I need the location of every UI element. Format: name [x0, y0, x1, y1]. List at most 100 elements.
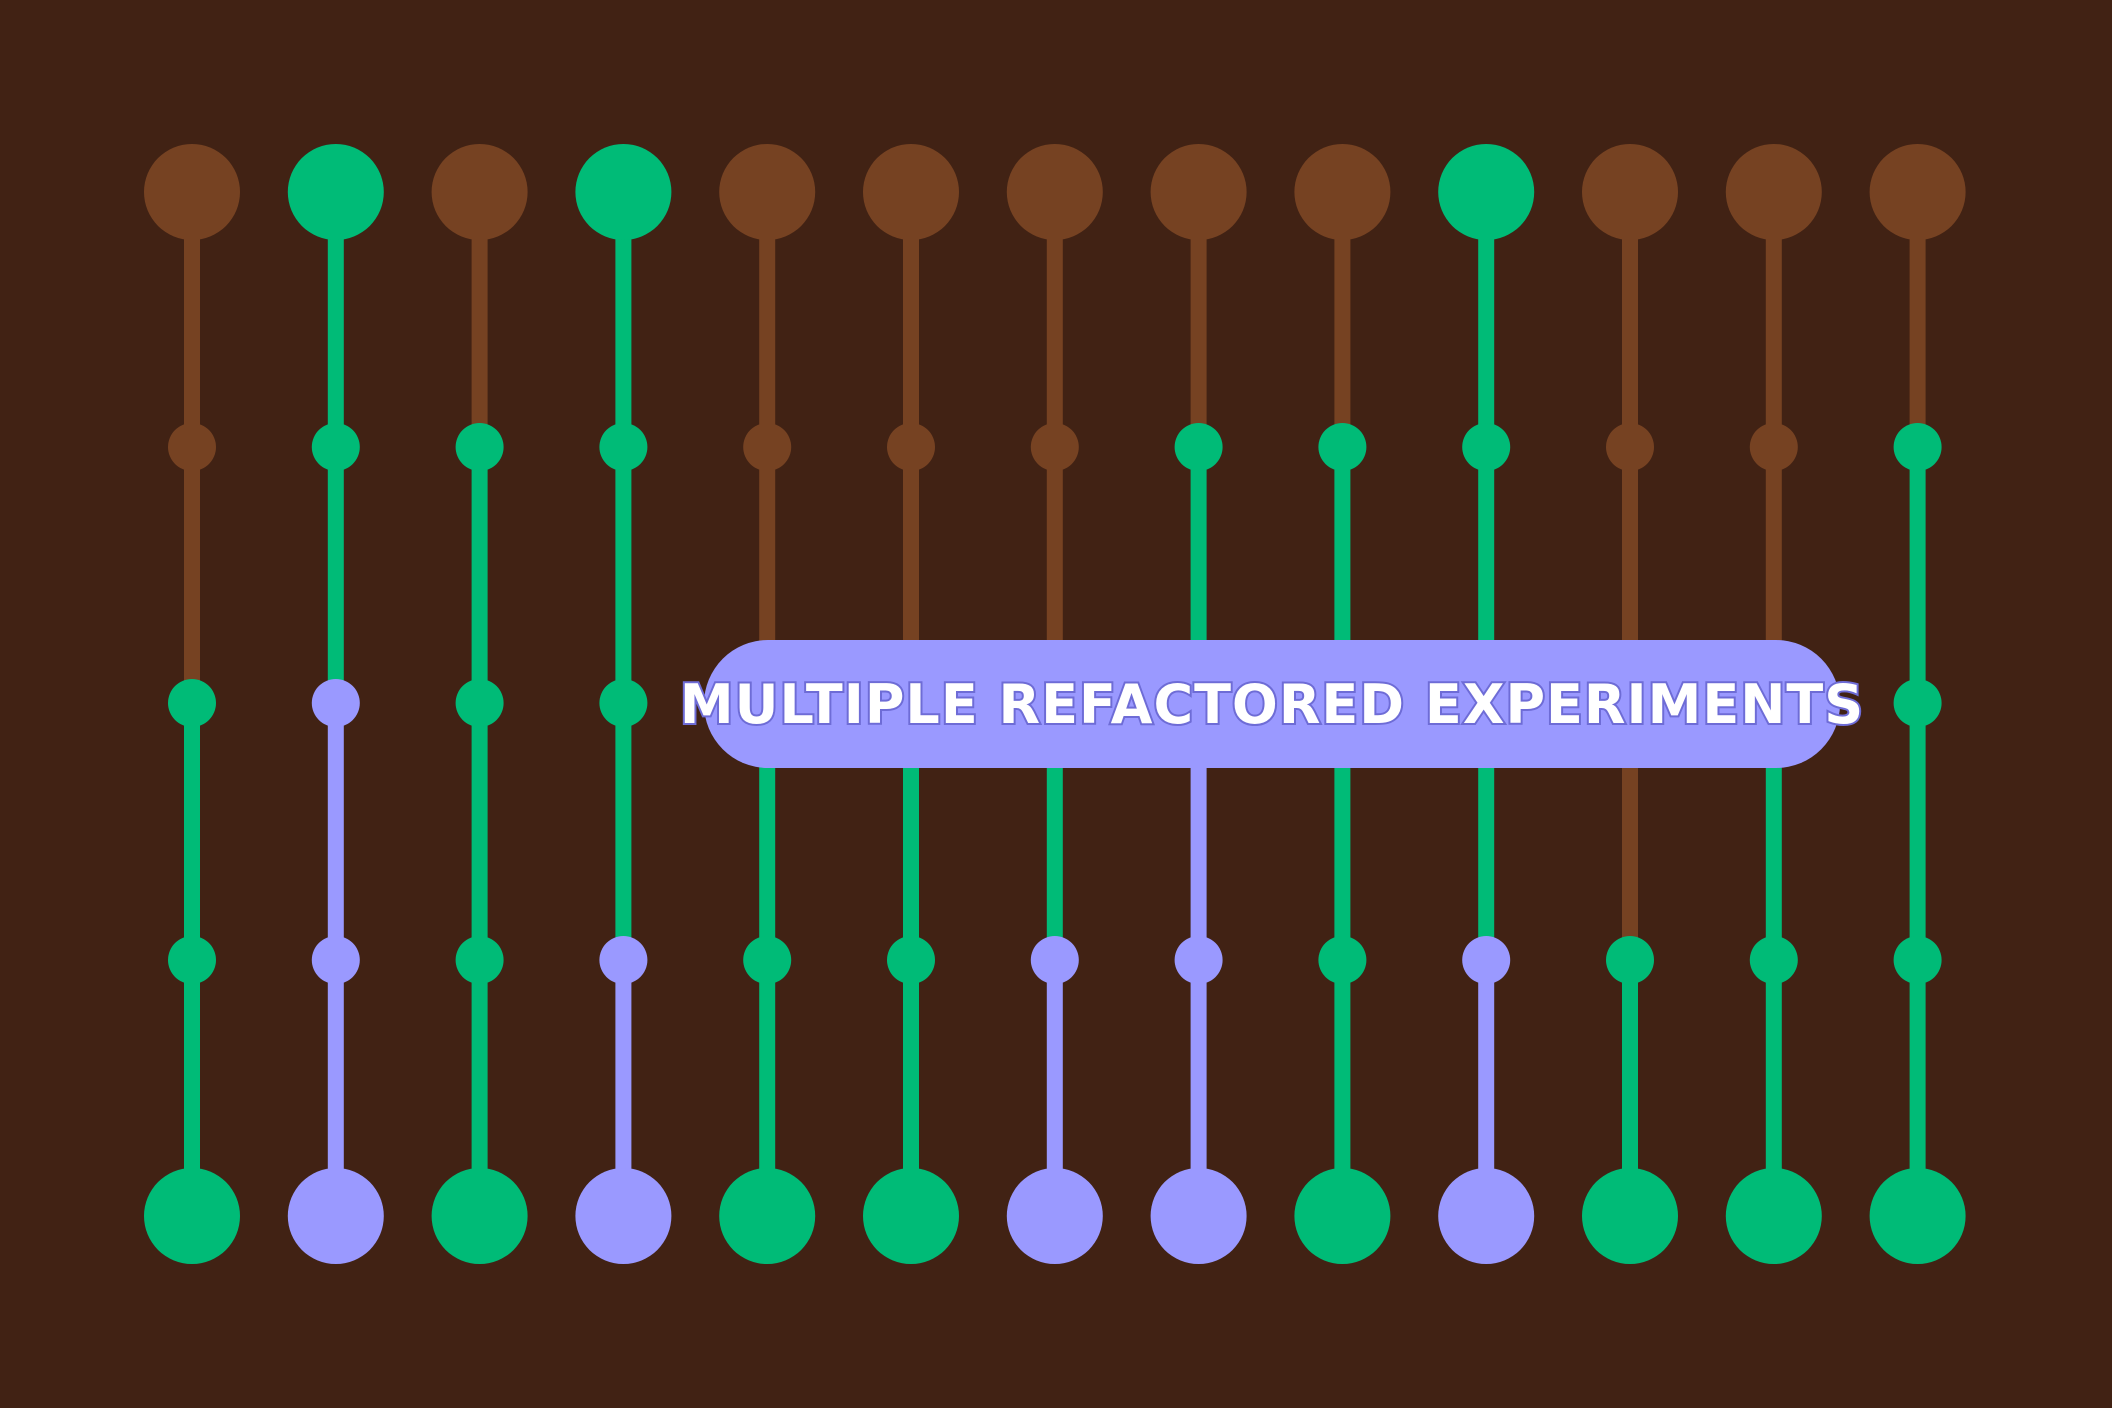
end-node — [719, 1168, 816, 1264]
commit-node — [1174, 423, 1223, 471]
branch-segment — [327, 447, 344, 703]
end-node — [575, 1168, 672, 1264]
branch-segment — [1190, 447, 1207, 703]
end-node — [1438, 1168, 1535, 1264]
end-node — [1582, 1168, 1678, 1264]
commit-node — [1749, 936, 1798, 984]
commit-node — [1893, 679, 1942, 727]
branch-segment — [184, 192, 200, 447]
commit-node — [1893, 423, 1942, 471]
branch-segment — [1478, 192, 1495, 447]
branch-segment — [327, 192, 344, 447]
start-node — [1294, 144, 1391, 240]
commit-node — [1606, 423, 1654, 471]
branch-segment — [615, 703, 632, 960]
branch-segment — [1622, 447, 1638, 703]
commit-node — [455, 679, 504, 727]
branch-segment — [615, 960, 632, 1216]
commit-node — [168, 936, 216, 984]
branch-segment — [1622, 192, 1638, 447]
commit-node — [1318, 936, 1367, 984]
branch-segment — [1765, 960, 1782, 1216]
commit-node — [1174, 936, 1223, 984]
commit-node — [599, 936, 648, 984]
branch-segment — [759, 447, 776, 703]
start-node — [1725, 144, 1822, 240]
commit-node — [455, 936, 504, 984]
branch-segment — [1478, 960, 1495, 1216]
branch-segment — [1046, 192, 1063, 447]
start-node — [719, 144, 816, 240]
branch-segment — [1909, 703, 1926, 960]
commit-node — [1462, 936, 1511, 984]
start-node — [1869, 144, 1966, 240]
commit-node — [455, 423, 504, 471]
branch-segment — [1622, 960, 1638, 1216]
branch-segment — [1190, 960, 1207, 1216]
end-node — [1725, 1168, 1822, 1264]
end-node — [287, 1168, 384, 1264]
branch-segment — [471, 447, 488, 703]
start-node — [1438, 144, 1535, 240]
branch-segment — [471, 960, 488, 1216]
commit-node — [599, 423, 648, 471]
branch-segment — [184, 960, 200, 1216]
branch-segment — [903, 192, 919, 447]
end-node — [1294, 1168, 1391, 1264]
commit-node — [1318, 423, 1367, 471]
commit-node — [887, 423, 935, 471]
commit-node — [1462, 423, 1511, 471]
commit-node — [743, 423, 792, 471]
branch-segment — [471, 192, 488, 447]
end-node — [863, 1168, 959, 1264]
end-node — [1869, 1168, 1966, 1264]
branch-segment — [759, 960, 776, 1216]
branch-column — [575, 144, 672, 1264]
commit-node — [1030, 423, 1079, 471]
end-node — [1006, 1168, 1103, 1264]
start-node — [1006, 144, 1103, 240]
end-node — [144, 1168, 240, 1264]
commit-node — [599, 679, 648, 727]
branch-segment — [903, 960, 919, 1216]
branch-column — [1725, 144, 1822, 1264]
branch-segment — [1046, 960, 1063, 1216]
branch-segment — [615, 192, 632, 447]
branch-column — [144, 144, 240, 1264]
label-pill: MULTIPLE REFACTORED EXPERIMENTS — [678, 640, 1865, 768]
commit-node — [1030, 936, 1079, 984]
branch-segment — [1765, 447, 1782, 703]
start-node — [287, 144, 384, 240]
branch-segment — [184, 703, 200, 960]
commit-node — [887, 936, 935, 984]
commit-node — [743, 936, 792, 984]
branch-segment — [1334, 447, 1351, 703]
end-node — [431, 1168, 528, 1264]
branch-column — [431, 144, 528, 1264]
commit-node — [311, 423, 360, 471]
commit-node — [1606, 936, 1654, 984]
branch-segment — [1909, 192, 1926, 447]
label-text: MULTIPLE REFACTORED EXPERIMENTS — [678, 671, 1865, 738]
branch-segment — [1046, 447, 1063, 703]
commit-node — [168, 679, 216, 727]
branch-segment — [184, 447, 200, 703]
branch-segment — [1765, 192, 1782, 447]
branch-column — [1869, 144, 1966, 1264]
branch-segment — [1478, 447, 1495, 703]
start-node — [1150, 144, 1247, 240]
start-node — [863, 144, 959, 240]
start-node — [575, 144, 672, 240]
branch-column — [863, 144, 959, 1264]
start-node — [144, 144, 240, 240]
branch-segment — [1909, 960, 1926, 1216]
branch-segment — [1190, 192, 1207, 447]
commit-node — [1893, 936, 1942, 984]
branch-segment — [327, 703, 344, 960]
commit-node — [1749, 423, 1798, 471]
branch-segment — [615, 447, 632, 703]
commit-node — [311, 679, 360, 727]
end-node — [1150, 1168, 1247, 1264]
branch-segment — [759, 192, 776, 447]
commit-node — [311, 936, 360, 984]
